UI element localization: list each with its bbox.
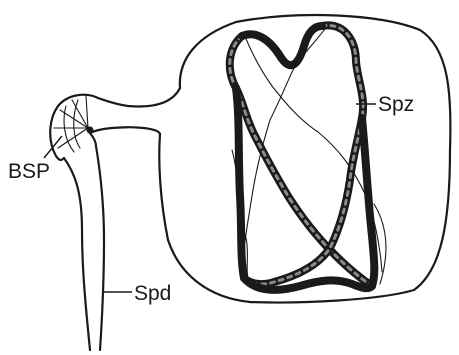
sperm-bundles: [230, 25, 375, 289]
bundle-top-loop: [242, 26, 322, 65]
vesicle-outline: [159, 15, 450, 302]
lower-duct-wall: [90, 127, 160, 134]
upper-duct-wall: [98, 88, 180, 106]
bundle-right-strand: [362, 118, 374, 286]
label-spd: Spd: [134, 282, 171, 305]
duct-left-wall: [64, 158, 90, 350]
label-bsp: BSP: [8, 160, 50, 183]
duct-top-outer: [90, 133, 96, 146]
duct-right-wall: [96, 146, 104, 350]
label-spz: Spz: [378, 93, 414, 116]
